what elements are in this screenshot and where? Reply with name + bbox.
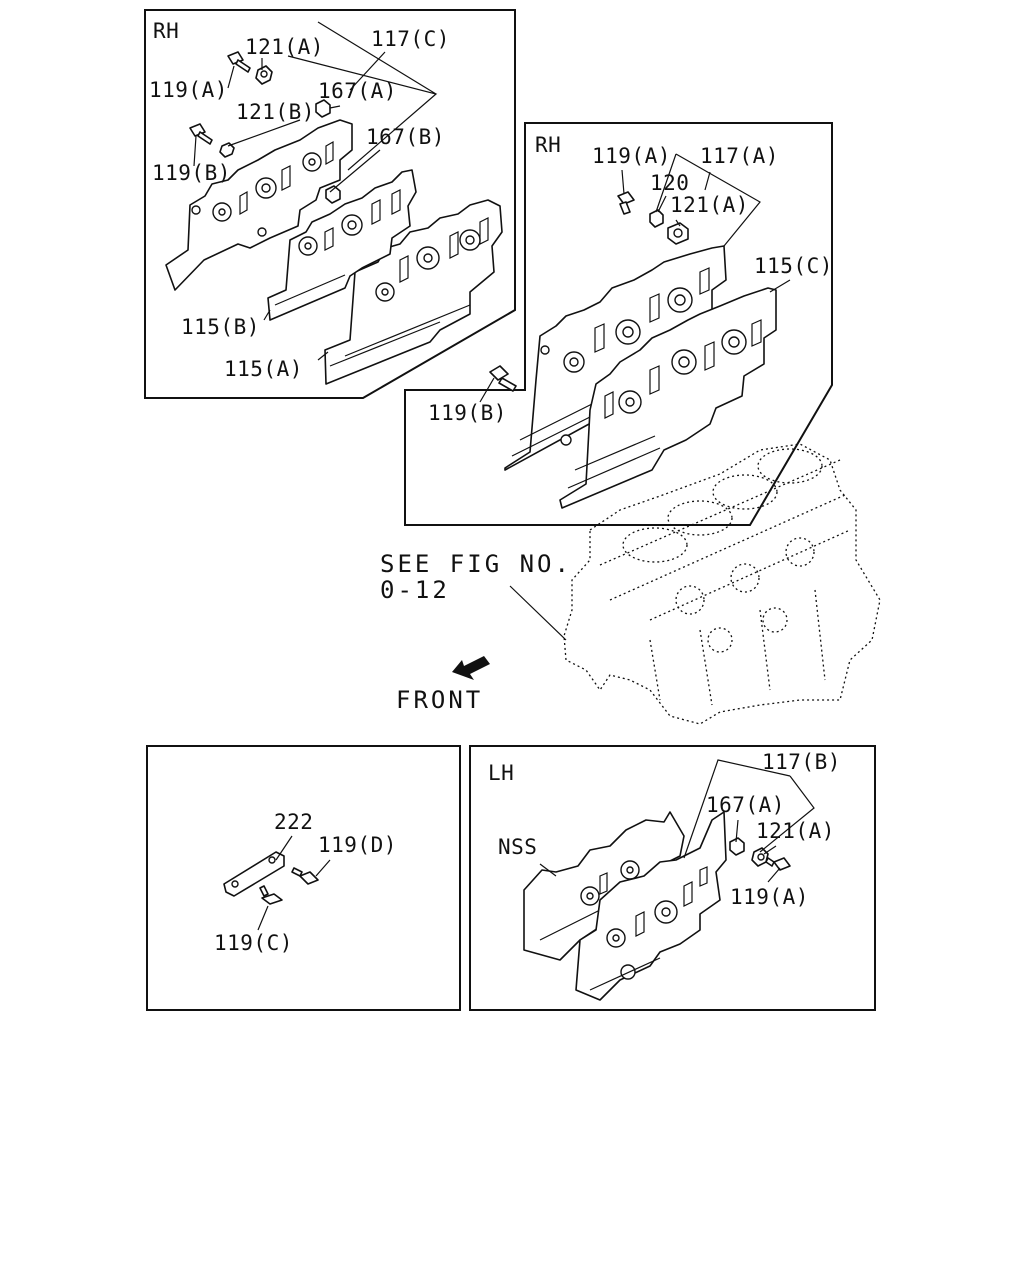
reference-line2: 0-12 (380, 576, 450, 604)
washer-120 (649, 209, 664, 228)
nut-121b (219, 142, 235, 158)
callout-119c: 119(C) (214, 931, 293, 955)
callout-121b: 121(B) (236, 100, 315, 124)
engine-block (563, 443, 881, 725)
bolt-119a (765, 857, 791, 871)
heat-shield-117c (165, 119, 353, 291)
callout-119d: 119(D) (318, 833, 397, 857)
heat-shield-115c (559, 287, 777, 509)
bolt-119c (259, 885, 283, 905)
panel-rh-middle-frame (404, 122, 833, 526)
side-label: RH (535, 133, 561, 157)
reference-line1: SEE FIG NO. (380, 550, 572, 578)
panel-lh: LH 117(B) NSS (469, 745, 876, 1011)
bracket-222 (223, 851, 285, 897)
collar-167b (325, 185, 341, 204)
panel-rh-top-frame (144, 9, 516, 399)
bolt-119d (291, 867, 319, 885)
panel-rh-top: RH (144, 9, 516, 399)
nut-121a (751, 847, 769, 867)
bolt-119a (617, 191, 635, 215)
panel-bracket: 222 119(D) 119(C) (146, 745, 461, 1011)
callout-121a: 121(A) (245, 35, 324, 59)
callout-117a: 117(A) (700, 144, 779, 168)
front-label: FRONT (396, 686, 483, 714)
callout-115a: 115(A) (224, 357, 303, 381)
bolt-119b (489, 365, 517, 392)
callout-222: 222 (274, 810, 313, 834)
side-label: RH (153, 19, 179, 43)
callout-119a: 119(A) (592, 144, 671, 168)
nut-121a (255, 65, 273, 85)
panel-bracket-frame (146, 745, 461, 1011)
callout-119a: 119(A) (730, 885, 809, 909)
panel-rh-middle: RH (404, 122, 833, 526)
callout-nss: NSS (498, 835, 537, 859)
front-arrow-icon (452, 656, 490, 680)
callout-167b: 167(B) (366, 125, 445, 149)
direction-indicator: FRONT (396, 656, 490, 714)
callout-121a: 121(A) (670, 193, 749, 217)
callout-167a: 167(A) (706, 793, 785, 817)
side-label: LH (488, 761, 514, 785)
callout-115c: 115(C) (754, 254, 833, 278)
callout-115b: 115(B) (181, 315, 260, 339)
collar-167a (729, 837, 745, 856)
collar-167a (315, 99, 331, 118)
callout-120: 120 (650, 171, 689, 195)
callout-119a: 119(A) (149, 78, 228, 102)
callout-119b: 119(B) (428, 401, 507, 425)
nut-121a (667, 222, 689, 245)
panel-lh-frame (469, 745, 876, 1011)
bolt-119a (227, 51, 251, 73)
callout-119b: 119(B) (152, 161, 231, 185)
reference-note: SEE FIG NO. 0-12 (380, 550, 572, 641)
heat-shield-117b (575, 811, 727, 1001)
callout-117c: 117(C) (371, 27, 450, 51)
heat-shield-115b (267, 169, 417, 321)
callout-117b: 117(B) (762, 750, 841, 774)
bolt-119b (189, 123, 213, 145)
